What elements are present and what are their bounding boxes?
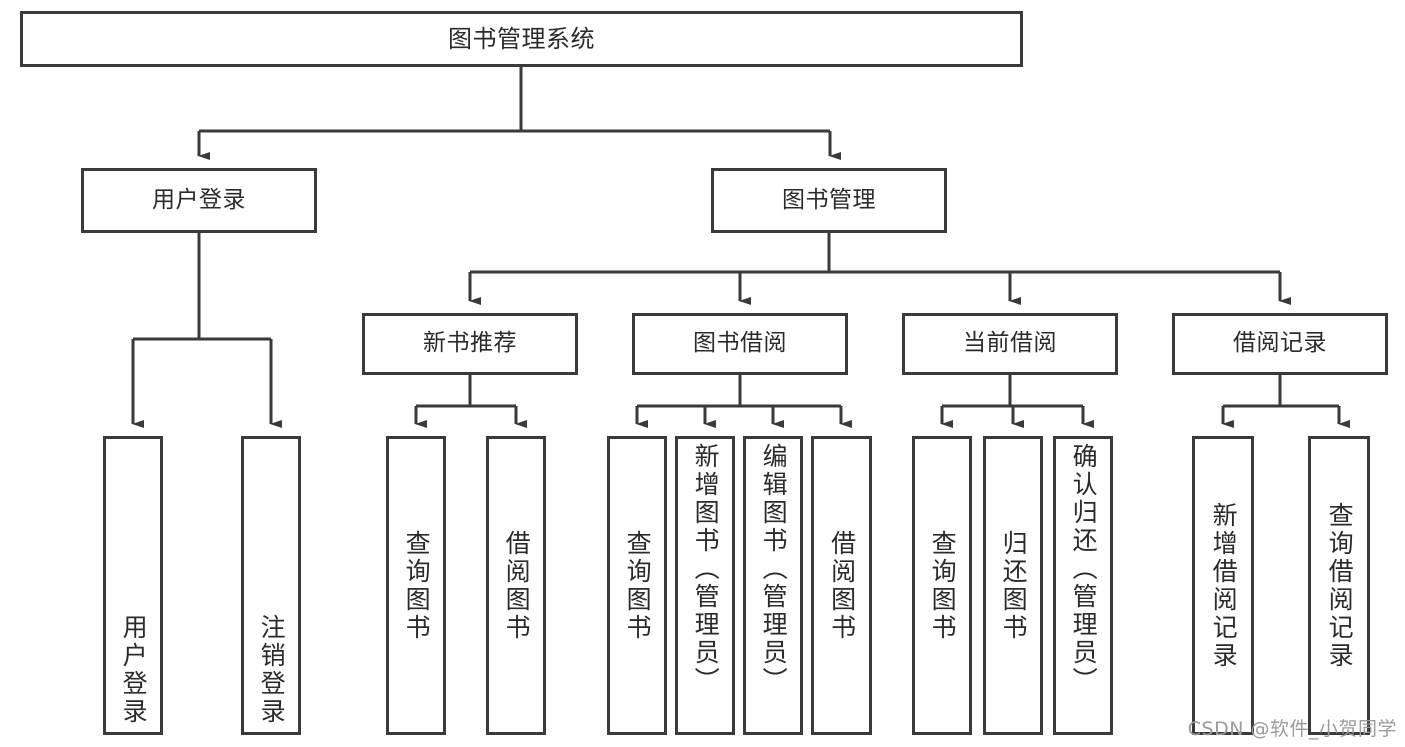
node-label: 当前借阅 bbox=[963, 330, 1057, 357]
node-borrow-record[interactable]: 借阅记录 bbox=[1172, 313, 1388, 375]
node-label: 图书管理 bbox=[782, 186, 876, 213]
node-leaf-logout[interactable]: 注销登录 bbox=[241, 436, 301, 735]
node-new-book-rec[interactable]: 新书推荐 bbox=[362, 313, 578, 375]
node-label: 查询图书 bbox=[402, 529, 432, 642]
node-label: 图书管理系统 bbox=[448, 24, 595, 53]
node-label: 借阅图书 bbox=[827, 529, 857, 642]
node-leaf-query-record[interactable]: 查询借阅记录 bbox=[1308, 436, 1370, 735]
node-label: 图书借阅 bbox=[693, 330, 787, 357]
node-leaf-borrow-book[interactable]: 借阅图书 bbox=[811, 436, 872, 735]
node-leaf-return-book[interactable]: 归还图书 bbox=[983, 436, 1043, 735]
node-label: 用户登录 bbox=[119, 614, 149, 726]
node-label: 新增借阅记录 bbox=[1209, 501, 1239, 670]
node-leaf-borrow-book-rec[interactable]: 借阅图书 bbox=[486, 436, 546, 735]
node-leaf-add-record[interactable]: 新增借阅记录 bbox=[1192, 436, 1254, 735]
node-label: 查询借阅记录 bbox=[1325, 501, 1355, 670]
node-root-system[interactable]: 图书管理系统 bbox=[20, 11, 1023, 67]
node-label: 用户登录 bbox=[152, 186, 246, 213]
node-leaf-edit-book[interactable]: 编辑图书（管理员） bbox=[743, 436, 803, 735]
node-book-borrow[interactable]: 图书借阅 bbox=[632, 313, 848, 375]
node-label: 新增图书（管理员） bbox=[691, 443, 721, 695]
node-label: 借阅记录 bbox=[1233, 330, 1327, 357]
node-label: 查询图书 bbox=[928, 529, 958, 642]
node-leaf-query-book-cur[interactable]: 查询图书 bbox=[912, 436, 972, 735]
node-leaf-add-book[interactable]: 新增图书（管理员） bbox=[675, 436, 735, 735]
node-current-borrow[interactable]: 当前借阅 bbox=[902, 313, 1118, 375]
node-book-manage[interactable]: 图书管理 bbox=[711, 168, 947, 233]
node-leaf-user-login[interactable]: 用户登录 bbox=[103, 436, 163, 735]
node-user-login[interactable]: 用户登录 bbox=[81, 168, 317, 233]
node-label: 编辑图书（管理员） bbox=[759, 443, 789, 695]
node-leaf-query-book[interactable]: 查询图书 bbox=[607, 436, 667, 735]
node-label: 确认归还（管理员） bbox=[1069, 443, 1099, 695]
node-label: 新书推荐 bbox=[423, 330, 517, 357]
node-label: 借阅图书 bbox=[502, 529, 532, 642]
node-leaf-confirm-return[interactable]: 确认归还（管理员） bbox=[1053, 436, 1113, 735]
node-label: 查询图书 bbox=[623, 529, 653, 642]
node-leaf-query-book-rec[interactable]: 查询图书 bbox=[386, 436, 446, 735]
node-label: 注销登录 bbox=[257, 614, 287, 726]
node-label: 归还图书 bbox=[999, 529, 1029, 642]
